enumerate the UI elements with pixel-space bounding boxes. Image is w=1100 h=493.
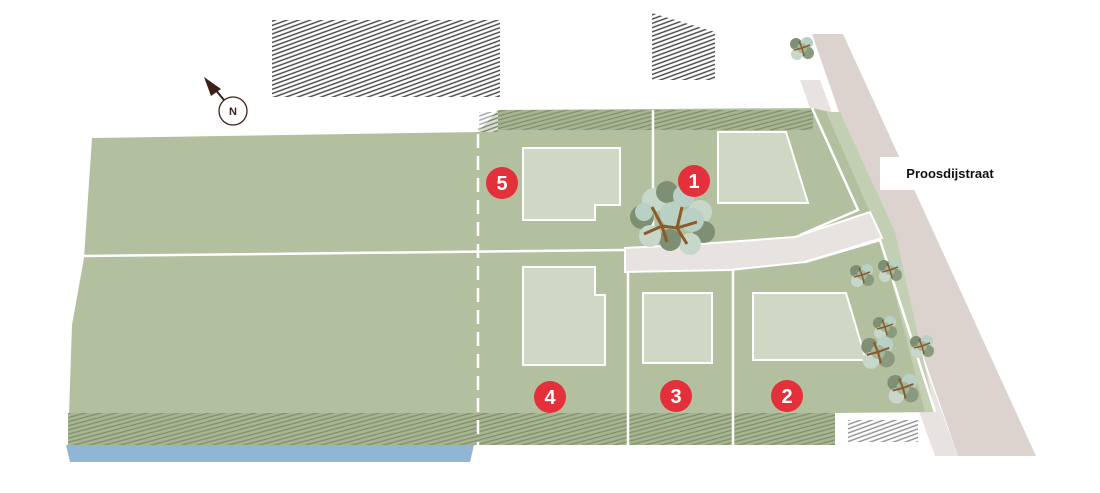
plot-number: 3 (670, 386, 681, 408)
plot-marker-2[interactable]: 2 (771, 380, 803, 412)
tree-icon (860, 335, 896, 370)
plot-number: 2 (781, 386, 792, 408)
tree-icon (872, 315, 898, 340)
compass-label: N (229, 106, 237, 118)
tree-icon (789, 36, 815, 61)
plot-marker-5[interactable]: 5 (486, 167, 518, 199)
green-strip (826, 112, 935, 412)
tree-icon (909, 334, 935, 359)
house-plot-3 (642, 292, 713, 364)
neighbour-building (272, 20, 500, 97)
plot-marker-3[interactable]: 3 (660, 380, 692, 412)
road-proosdijstraat (812, 34, 1036, 456)
hatched-strip-top (498, 110, 813, 130)
hatched-strip-bottom (68, 413, 835, 445)
north-arrow-icon: N (204, 77, 248, 126)
house-plot-5 (522, 147, 621, 221)
tree-icon (886, 372, 920, 405)
plot-number: 1 (688, 171, 699, 193)
neighbour-building (652, 13, 715, 80)
house-plot-4 (522, 266, 606, 366)
plot-number: 4 (544, 387, 556, 409)
shed (848, 420, 918, 442)
house-plot-1 (717, 131, 810, 204)
plot-number: 5 (496, 173, 507, 195)
street-name: Proosdijstraat (906, 166, 994, 181)
water (66, 445, 474, 462)
land (68, 108, 935, 445)
tree-icon (849, 263, 875, 288)
plot-marker-4[interactable]: 4 (534, 381, 566, 413)
street-label: Proosdijstraat (880, 157, 1020, 190)
house-plot-2 (752, 292, 868, 361)
tree-icon (877, 258, 903, 283)
tree-icon (630, 181, 715, 255)
plot-marker-1[interactable]: 1 (678, 165, 710, 197)
